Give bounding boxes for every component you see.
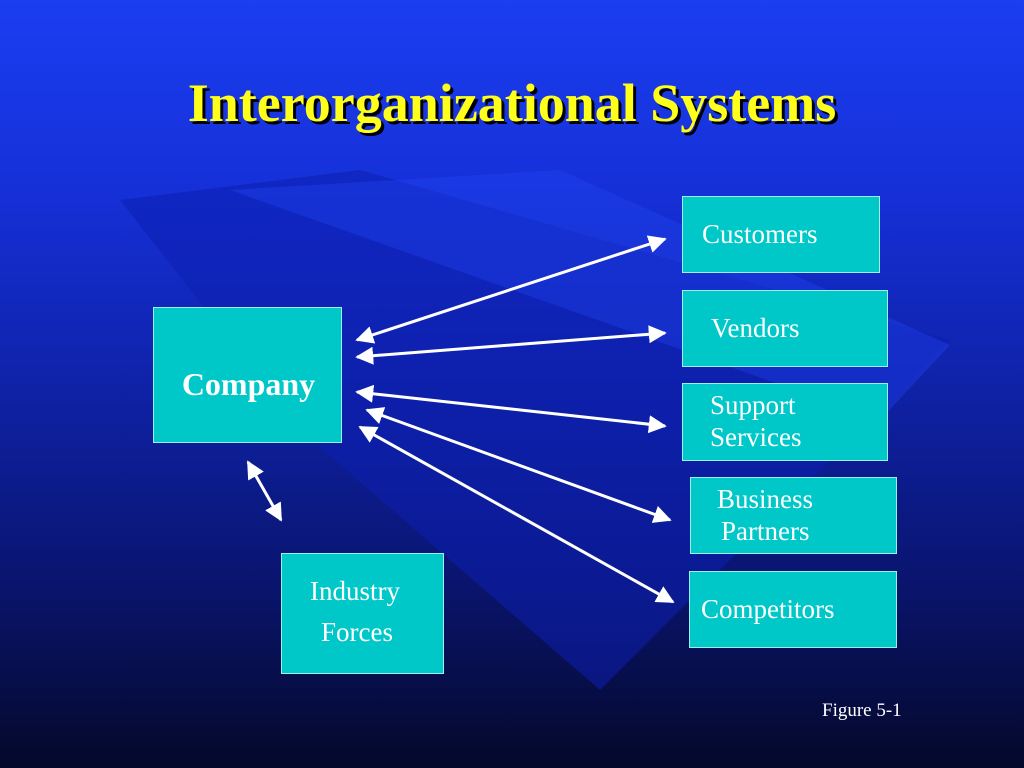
arrow-company-support-services [355,384,667,434]
slide-title: Interorganizational Systems [187,73,837,133]
industry-forces-label-line2: Forces [321,617,393,647]
support-services-label-line1: Support [710,390,796,420]
customers-box: Customers [682,196,880,273]
business-partners-label-line1: Business [717,484,814,514]
industry-forces-box: Industry Forces [281,553,444,674]
vendors-label: Vendors [711,313,800,343]
support-services-box: Support Services [682,383,888,461]
industry-forces-label-line1: Industry [310,576,400,606]
arrow-company-industry-forces [246,460,283,522]
business-partners-label-line2: Partners [721,516,810,546]
vendors-box: Vendors [682,290,888,367]
competitors-label: Competitors [701,594,835,624]
business-partners-box: Business Partners [690,477,897,554]
arrow-company-vendors [355,325,667,365]
arrow-company-business-partners [365,407,672,523]
customers-label: Customers [702,219,818,249]
competitors-box: Competitors [689,571,897,648]
support-services-label-line2: Services [710,422,802,452]
arrow-company-competitors [358,425,675,604]
company-box: Company [153,307,342,443]
arrow-company-customers [355,235,667,344]
company-label: Company [181,366,316,402]
figure-caption: Figure 5-1 [822,700,902,721]
